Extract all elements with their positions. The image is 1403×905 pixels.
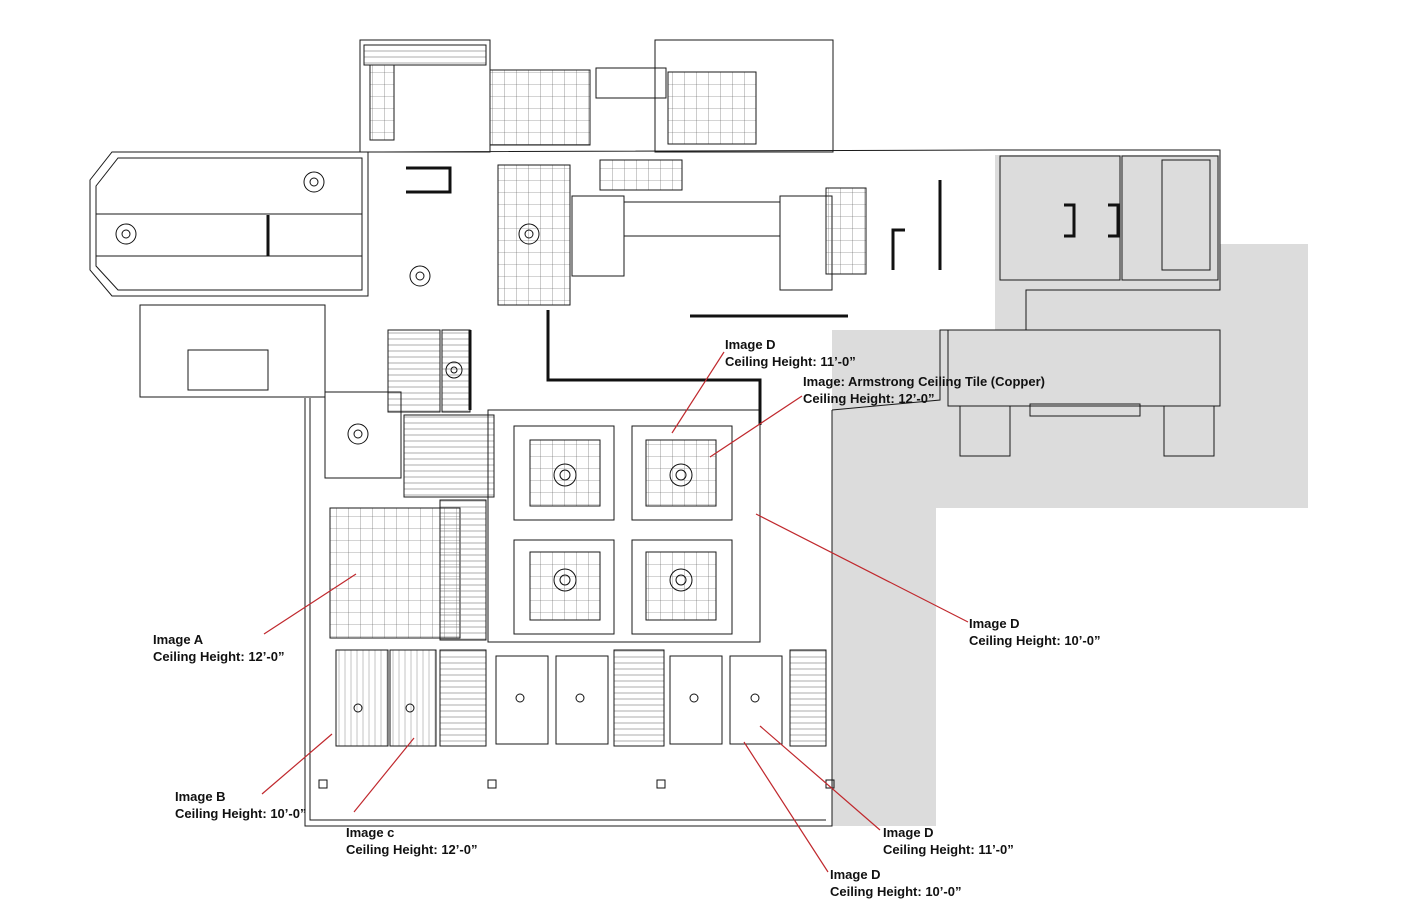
callout-title: Image D — [969, 616, 1020, 631]
callout-image-b: Image B Ceiling Height: 10’-0” — [175, 788, 306, 822]
callout-height: Ceiling Height: 11’-0” — [725, 354, 856, 369]
callout-height: Ceiling Height: 10’-0” — [830, 884, 962, 899]
callout-title: Image D — [725, 337, 776, 352]
thick-walls — [266, 166, 1120, 425]
callout-title: Image A — [153, 632, 204, 647]
callout-image-d-right: Image D Ceiling Height: 10’-0” — [969, 615, 1100, 649]
callout-image-a: Image A Ceiling Height: 12’-0” — [153, 631, 284, 665]
callout-title: Image c — [346, 825, 395, 840]
callout-height: Ceiling Height: 11’-0” — [883, 842, 1014, 857]
leader-lines — [261, 351, 969, 873]
callout-height: Ceiling Height: 12’-0” — [803, 391, 935, 406]
ceiling-fixtures — [115, 171, 760, 713]
plan-walls — [89, 39, 1221, 827]
callout-title: Image D — [830, 867, 881, 882]
callout-height: Ceiling Height: 10’-0” — [175, 806, 307, 821]
callout-height: Ceiling Height: 10’-0” — [969, 633, 1101, 648]
callout-image-c: Image c Ceiling Height: 12’-0” — [346, 824, 477, 858]
callout-title: Image D — [883, 825, 934, 840]
callout-title: Image B — [175, 789, 226, 804]
callout-image-d-lower: Image D Ceiling Height: 11’-0” — [883, 824, 1014, 858]
callout-height: Ceiling Height: 12’-0” — [346, 842, 478, 857]
callout-title: Image: Armstrong Ceiling Tile (Copper) — [803, 374, 1045, 389]
column-markers — [318, 779, 835, 789]
callout-image-d-upper: Image D Ceiling Height: 11’-0” — [725, 336, 856, 370]
shaded-area — [832, 155, 1308, 826]
callout-height: Ceiling Height: 12’-0” — [153, 649, 285, 664]
callout-image-d-bottom: Image D Ceiling Height: 10’-0” — [830, 866, 961, 900]
callout-armstrong: Image: Armstrong Ceiling Tile (Copper) C… — [803, 373, 1045, 407]
